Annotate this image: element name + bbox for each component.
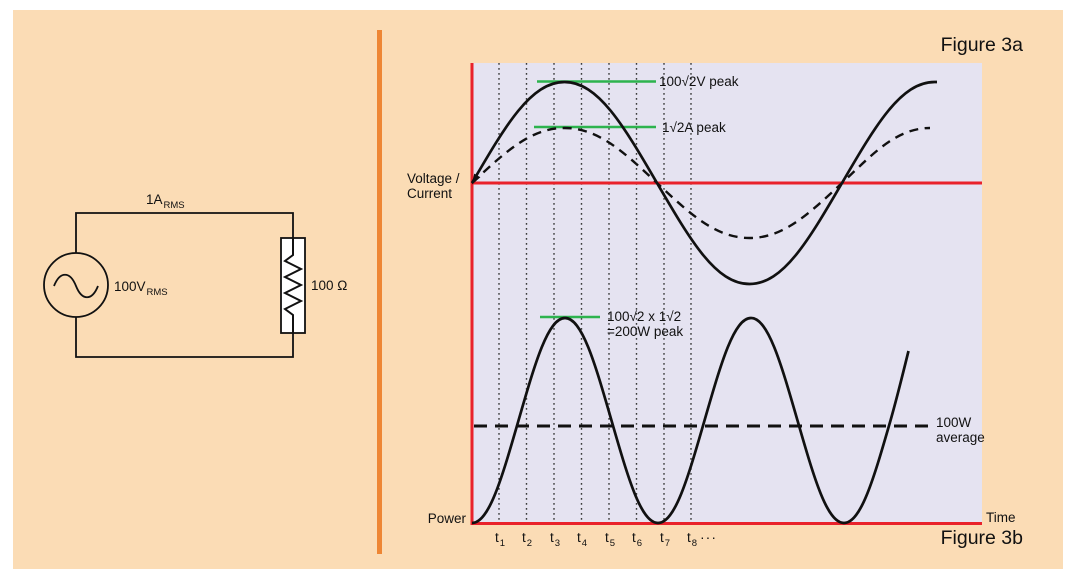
figure-3a-label: Figure 3a <box>940 34 1023 56</box>
x-tick-t1: t1 <box>495 530 506 549</box>
circuit-wire-loop <box>75 212 294 358</box>
axes <box>470 63 982 525</box>
plot-area <box>472 63 982 523</box>
x-tick-t4: t4 <box>577 530 588 549</box>
vertical-divider <box>377 30 382 554</box>
x-tick-ellipsis: ··· <box>700 529 717 545</box>
time-axis-label: Time <box>986 510 1016 525</box>
peak-markers <box>534 80 656 319</box>
circuit-current-label: 1ARMS <box>146 192 185 211</box>
figure-3b-label: Figure 3b <box>940 527 1023 549</box>
power-axis-label: Power <box>427 511 466 526</box>
power-waveform <box>471 316 910 525</box>
x-tick-t3: t3 <box>550 530 561 549</box>
x-tick-t7: t7 <box>660 530 671 549</box>
power-peak-label: 100√2 x 1√2 =200W peak <box>607 309 684 339</box>
voltage-peak-label: 100√2V peak <box>659 74 739 89</box>
circuit-resistor-label: 100 Ω <box>311 278 348 293</box>
circuit-voltage-label: 100VRMS <box>114 279 168 298</box>
x-tick-t2: t2 <box>522 530 533 549</box>
current-waveform <box>471 126 931 240</box>
current-peak-label: 1√2A peak <box>662 120 726 135</box>
x-tick-t5: t5 <box>605 530 616 549</box>
average-power-label: 100W average <box>936 415 985 445</box>
ac-source-sine-icon <box>53 273 99 299</box>
voltage-current-axis-label: Voltage / Current <box>407 171 460 201</box>
x-tick-t6: t6 <box>632 530 643 549</box>
x-tick-t8: t8 <box>687 530 698 549</box>
resistor-zigzag-icon <box>282 238 304 333</box>
circuit-schematic <box>43 212 306 358</box>
voltage-waveform <box>470 80 937 286</box>
